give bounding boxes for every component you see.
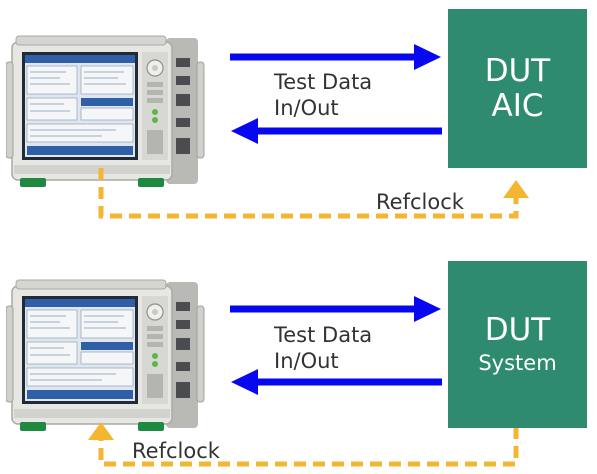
dut-subtitle: AIC (491, 87, 544, 124)
dut-subtitle: System (478, 351, 557, 376)
test-instrument-image (6, 279, 205, 432)
test-data-label-line1: Test Data (274, 323, 373, 347)
data-out-arrowhead (414, 296, 441, 322)
dut-box: DUT System (448, 261, 587, 428)
test-data-label-line2: In/Out (274, 349, 339, 373)
data-in-arrowhead (231, 369, 258, 395)
refclock-path (98, 168, 519, 219)
test-data-label-line2: In/Out (274, 96, 339, 120)
dut-title: DUT (484, 312, 551, 349)
dut-box: DUT AIC (448, 9, 587, 168)
refclock-arrowhead (503, 180, 529, 198)
refclock-label: Refclock (376, 190, 464, 214)
data-out-arrowhead (414, 44, 441, 70)
test-data-label-line1: Test Data (274, 70, 373, 94)
refclock-arrowhead (88, 422, 114, 440)
dut-title: DUT (484, 52, 551, 89)
test-instrument-image (6, 35, 205, 188)
refclock-label: Refclock (132, 439, 220, 463)
data-in-arrowhead (231, 118, 258, 144)
refclock-path (98, 427, 519, 467)
